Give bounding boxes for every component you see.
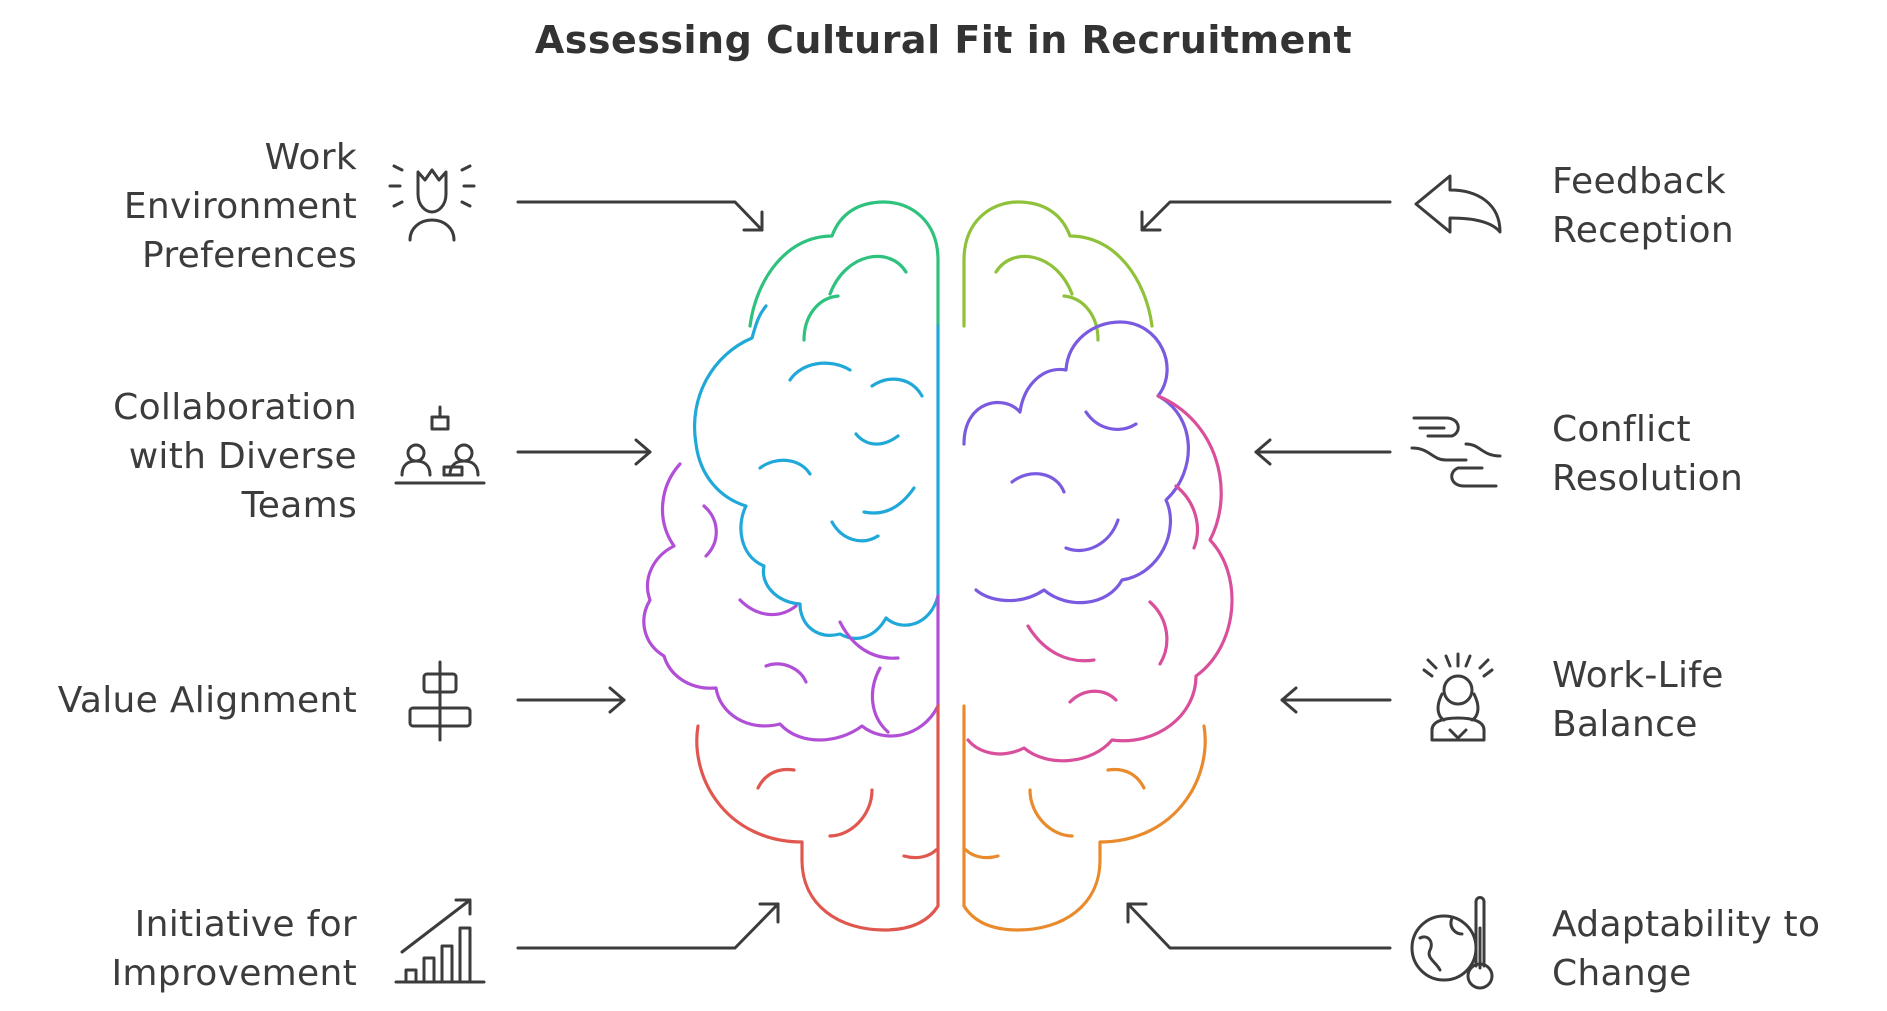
brain xyxy=(642,200,1234,932)
align-center-icon xyxy=(408,660,472,742)
arrow-conflict-resolution xyxy=(1254,438,1392,466)
label-initiative: Initiative for Improvement xyxy=(111,904,357,994)
stressed-person-icon xyxy=(1422,652,1494,742)
handshake-icon xyxy=(1410,416,1502,488)
label-conflict-resolution: Conflict Resolution xyxy=(1552,409,1744,499)
brain-lobe-green xyxy=(748,200,940,342)
label-adaptability: Adaptability to Change xyxy=(1552,904,1821,994)
arrow-feedback-reception xyxy=(1140,200,1392,232)
label-work-environment: Work Environment Preferences xyxy=(123,137,357,276)
brain-lobe-pink xyxy=(966,394,1234,763)
arrow-adaptability xyxy=(1126,902,1392,950)
reply-arrow-icon xyxy=(1414,174,1502,234)
arrow-value-alignment xyxy=(516,686,626,714)
brain-lobe-red xyxy=(695,704,940,932)
arrow-work-environment xyxy=(516,200,764,232)
brain-lobe-violet xyxy=(962,320,1190,605)
brain-lobe-cyan xyxy=(693,304,940,640)
arrow-collaboration xyxy=(516,438,652,466)
brain-lobe-lime xyxy=(962,200,1154,342)
crowned-person-icon xyxy=(388,164,476,242)
globe-thermometer-icon xyxy=(1410,896,1494,990)
diagram-title: Assessing Cultural Fit in Recruitment xyxy=(534,18,1353,62)
brain-lobe-purple xyxy=(642,462,940,742)
growth-chart-icon xyxy=(394,898,486,984)
label-value-alignment: Value Alignment xyxy=(57,680,357,721)
label-collaboration: Collaboration with Diverse Teams xyxy=(113,387,357,526)
label-work-life-balance: Work-Life Balance xyxy=(1552,655,1724,745)
label-feedback-reception: Feedback Reception xyxy=(1552,161,1734,251)
brain-lobe-orange xyxy=(962,704,1207,932)
team-meeting-icon xyxy=(394,405,486,485)
arrow-initiative xyxy=(516,902,780,950)
arrow-work-life-balance xyxy=(1280,686,1392,714)
